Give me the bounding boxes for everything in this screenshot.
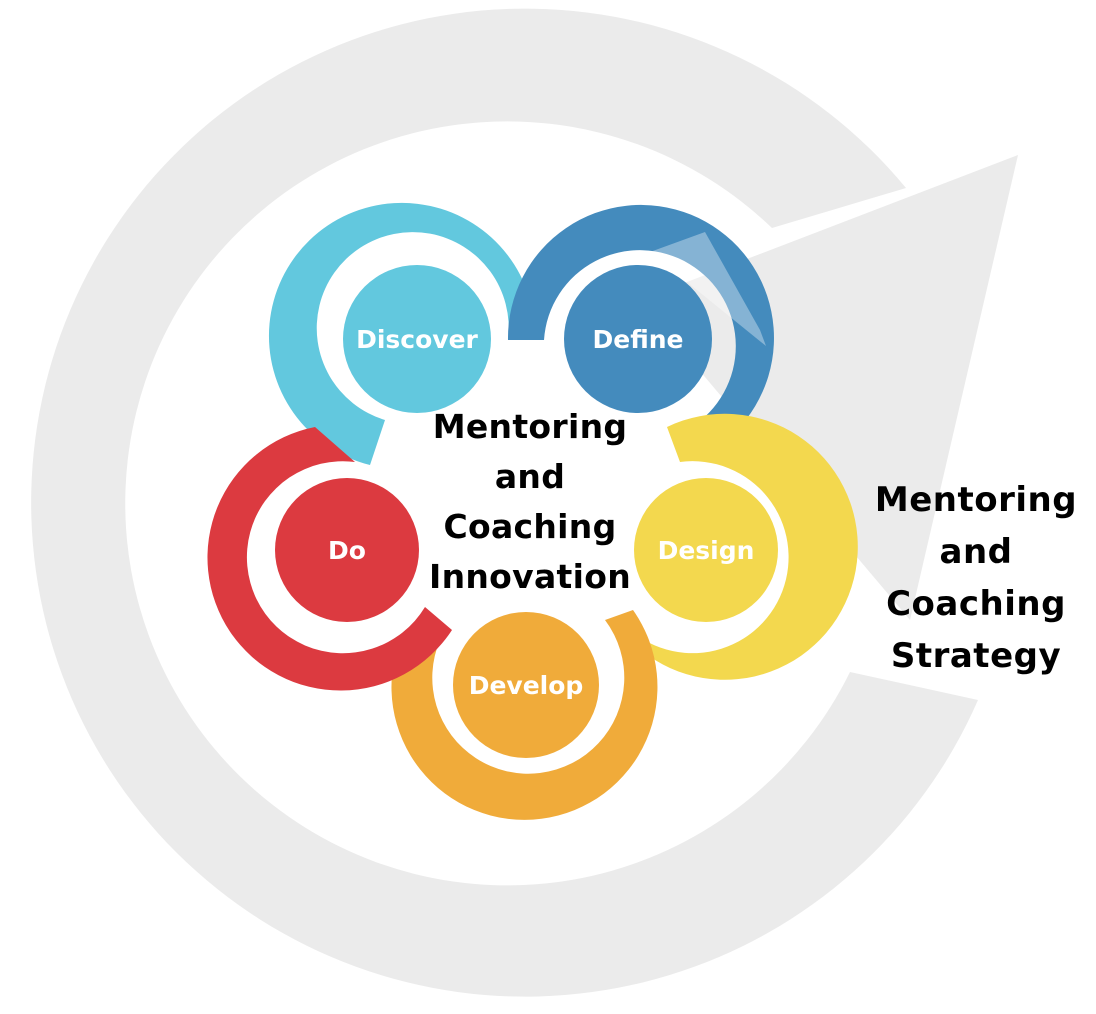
innovation-title-line: Innovation [429, 557, 631, 596]
innovation-title-line: Mentoring [432, 407, 628, 446]
strategy-title-line: Strategy [890, 636, 1062, 676]
do-ring [207, 427, 452, 691]
define-label: Define [593, 325, 684, 354]
design-ring [620, 413, 858, 680]
develop-ring [391, 610, 658, 820]
strategy-title: Mentoring and Coaching Strategy [862, 474, 1090, 682]
design-circle [634, 478, 778, 622]
strategy-title-line: Mentoring [874, 480, 1078, 520]
develop-label: Develop [469, 671, 584, 700]
innovation-title: Mentoring and Coaching Innovation [412, 402, 648, 602]
stage-develop: Develop [391, 610, 658, 820]
develop-circle [453, 612, 599, 758]
define-circle [564, 265, 712, 413]
cycle-arrow-overlap [650, 232, 766, 346]
discover-ring [268, 202, 532, 465]
stage-define: Define [507, 204, 774, 432]
strategy-title-line: and [939, 532, 1013, 572]
innovation-title-line: Coaching [443, 507, 617, 546]
design-label: Design [658, 536, 755, 565]
stage-discover: Discover [268, 202, 532, 465]
stage-design: Design [620, 413, 858, 680]
discover-label: Discover [356, 325, 478, 354]
discover-circle [343, 265, 491, 413]
innovation-title-line: and [494, 457, 566, 496]
do-label: Do [328, 536, 366, 565]
stage-do: Do [207, 427, 452, 691]
do-circle [275, 478, 419, 622]
strategy-title-line: Coaching [886, 584, 1066, 624]
define-ring [507, 204, 774, 432]
